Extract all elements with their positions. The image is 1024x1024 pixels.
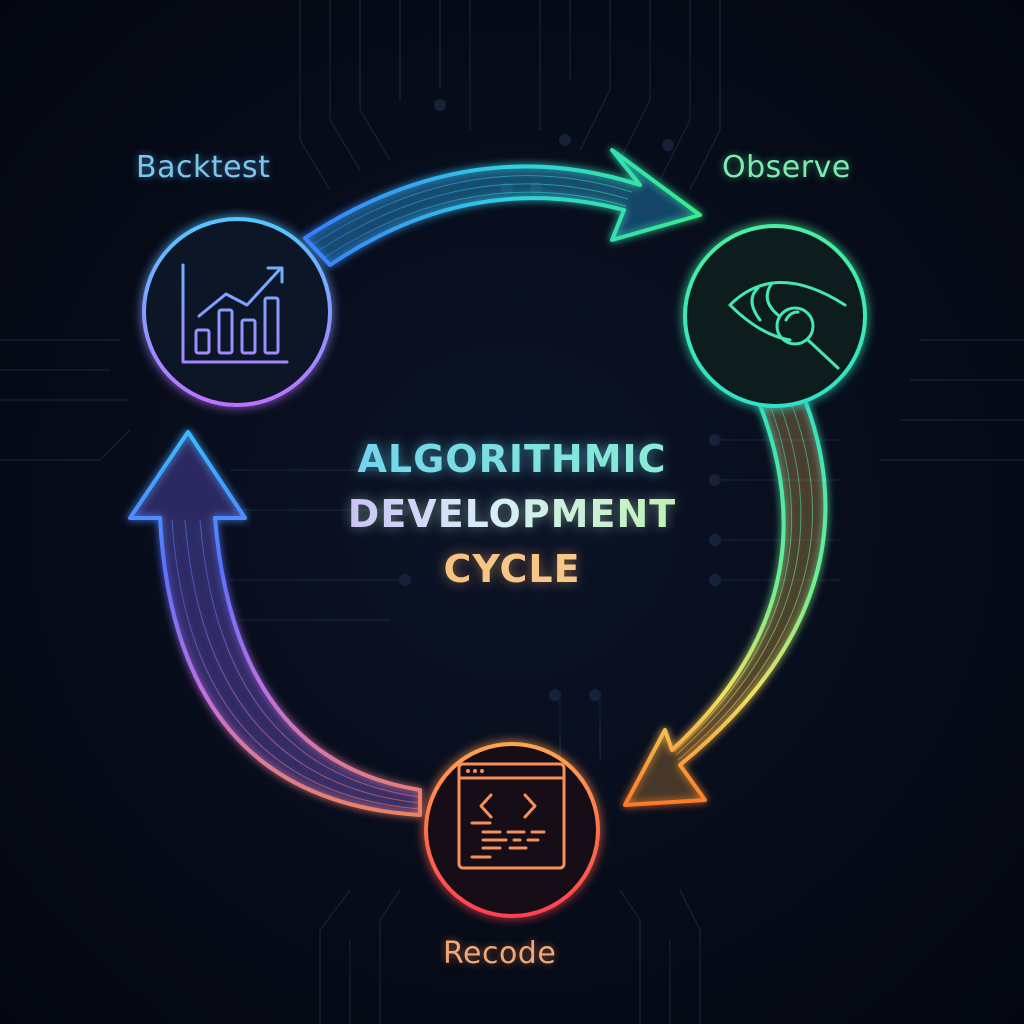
node-observe[interactable] xyxy=(683,224,867,408)
node-backtest[interactable] xyxy=(142,217,332,407)
title-line-3: CYCLE xyxy=(312,542,712,597)
title-line-2: DEVELOPMENT xyxy=(312,487,712,542)
arrow-backtest-to-observe xyxy=(303,148,702,267)
title-line-1: ALGORITHMIC xyxy=(312,432,712,487)
label-observe: Observe xyxy=(722,150,851,185)
label-recode: Recode xyxy=(443,936,557,971)
eye-magnifier-icon xyxy=(728,281,847,370)
arrow-observe-to-recode xyxy=(623,398,828,807)
label-backtest: Backtest xyxy=(136,150,271,185)
node-recode[interactable] xyxy=(424,742,600,918)
chart-trend-icon xyxy=(181,263,289,364)
window-dots xyxy=(466,769,484,773)
code-window-icon xyxy=(457,762,566,870)
arrow-recode-to-backtest xyxy=(128,430,422,817)
node-observe-ring xyxy=(683,224,867,408)
node-recode-ring xyxy=(424,742,600,918)
node-backtest-ring xyxy=(142,217,332,407)
diagram-title: ALGORITHMIC DEVELOPMENT CYCLE xyxy=(312,432,712,597)
